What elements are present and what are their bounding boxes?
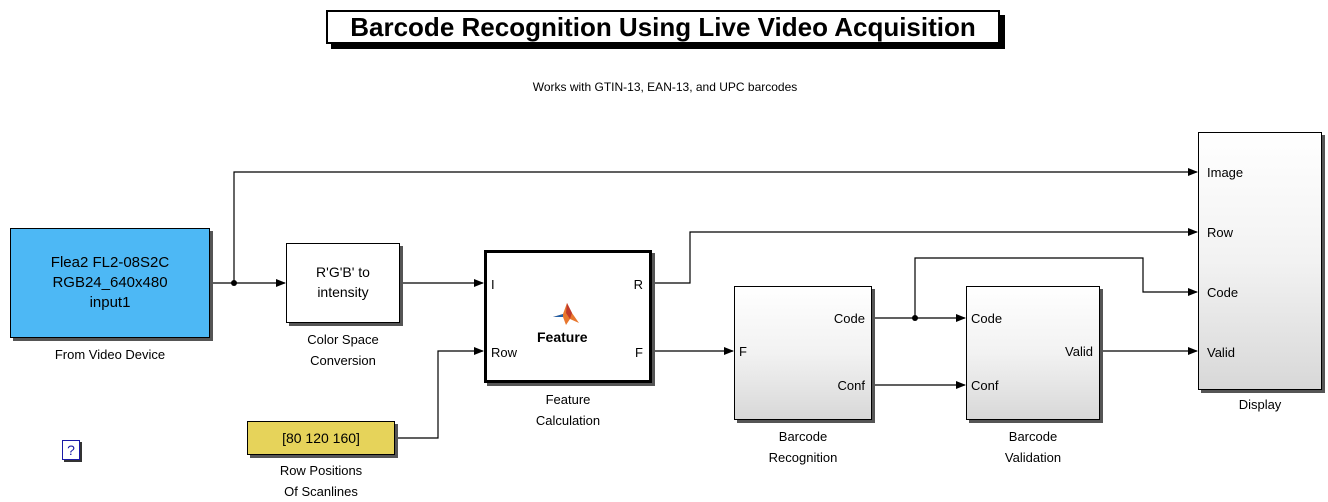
line-rowpos-to-feature <box>395 347 484 439</box>
barcode-recognition-block[interactable]: F Code Conf <box>734 286 872 420</box>
video-device-name: Flea2 FL2-08S2C <box>50 254 170 271</box>
color-space-conversion-caption: Color Space Conversion <box>263 329 423 371</box>
matlab-logo-icon <box>553 303 579 325</box>
row-positions-caption-line1: Row Positions <box>279 463 363 478</box>
conversion-label-line1: R'G'B' to <box>316 264 370 280</box>
display-port-code: Code <box>1207 285 1239 300</box>
help-button[interactable]: ? <box>62 440 80 460</box>
row-positions-caption: Row Positions Of Scanlines <box>241 460 401 502</box>
row-positions-constant-block[interactable]: [80 120 160] <box>247 421 395 455</box>
video-device-block[interactable]: Flea2 FL2-08S2C RGB24_640x480 input1 <box>10 228 210 338</box>
display-block[interactable]: Image Row Code Valid <box>1198 132 1322 390</box>
feature-port-f: F <box>635 345 643 360</box>
recognition-port-conf: Conf <box>837 378 865 393</box>
feature-calculation-caption: Feature Calculation <box>488 389 648 431</box>
line-feature-r-to-display-row <box>652 228 1198 284</box>
diagram-subtitle: Works with GTIN-13, EAN-13, and UPC barc… <box>532 80 798 94</box>
video-device-input: input1 <box>89 294 131 311</box>
barcode-validation-block[interactable]: Code Conf Valid <box>966 286 1100 420</box>
barcode-recognition-caption: Barcode Recognition <box>723 426 883 468</box>
recognition-caption-line2: Recognition <box>768 450 838 465</box>
recognition-caption-line1: Barcode <box>778 429 828 444</box>
line-code-to-display <box>914 257 1198 318</box>
display-caption: Display <box>1238 397 1282 412</box>
row-positions-caption-line2: Of Scanlines <box>284 484 358 499</box>
branch-point-video <box>231 280 237 286</box>
diagram-title: Barcode Recognition Using Live Video Acq… <box>326 10 1000 44</box>
feature-port-r: R <box>633 277 643 292</box>
feature-caption-line2: Calculation <box>535 413 601 428</box>
color-space-conversion-block[interactable]: R'G'B' to intensity <box>286 243 400 323</box>
barcode-validation-caption: Barcode Validation <box>953 426 1113 468</box>
conversion-label-line2: intensity <box>317 284 369 300</box>
conversion-caption-line2: Conversion <box>310 353 376 368</box>
video-device-caption: From Video Device <box>54 347 166 362</box>
feature-port-i: I <box>491 277 495 292</box>
validation-port-code: Code <box>971 311 1003 326</box>
feature-calculation-block[interactable]: I Row R F Feature <box>484 250 652 383</box>
feature-port-row: Row <box>491 345 518 360</box>
validation-port-valid: Valid <box>1065 344 1093 359</box>
recognition-port-f: F <box>739 344 747 359</box>
video-device-format: RGB24_640x480 <box>52 274 168 291</box>
line-video-to-display-image <box>233 168 1198 283</box>
validation-port-conf: Conf <box>971 378 999 393</box>
branch-point-code <box>912 315 918 321</box>
conversion-caption-line1: Color Space <box>307 332 379 347</box>
display-port-row: Row <box>1207 225 1234 240</box>
feature-label: Feature <box>537 329 588 345</box>
display-port-image: Image <box>1207 165 1244 180</box>
display-port-valid: Valid <box>1207 345 1235 360</box>
row-positions-value: [80 120 160] <box>282 430 360 446</box>
validation-caption-line2: Validation <box>1004 450 1062 465</box>
validation-caption-line1: Barcode <box>1008 429 1058 444</box>
recognition-port-code: Code <box>833 311 865 326</box>
feature-caption-line1: Feature <box>545 392 591 407</box>
